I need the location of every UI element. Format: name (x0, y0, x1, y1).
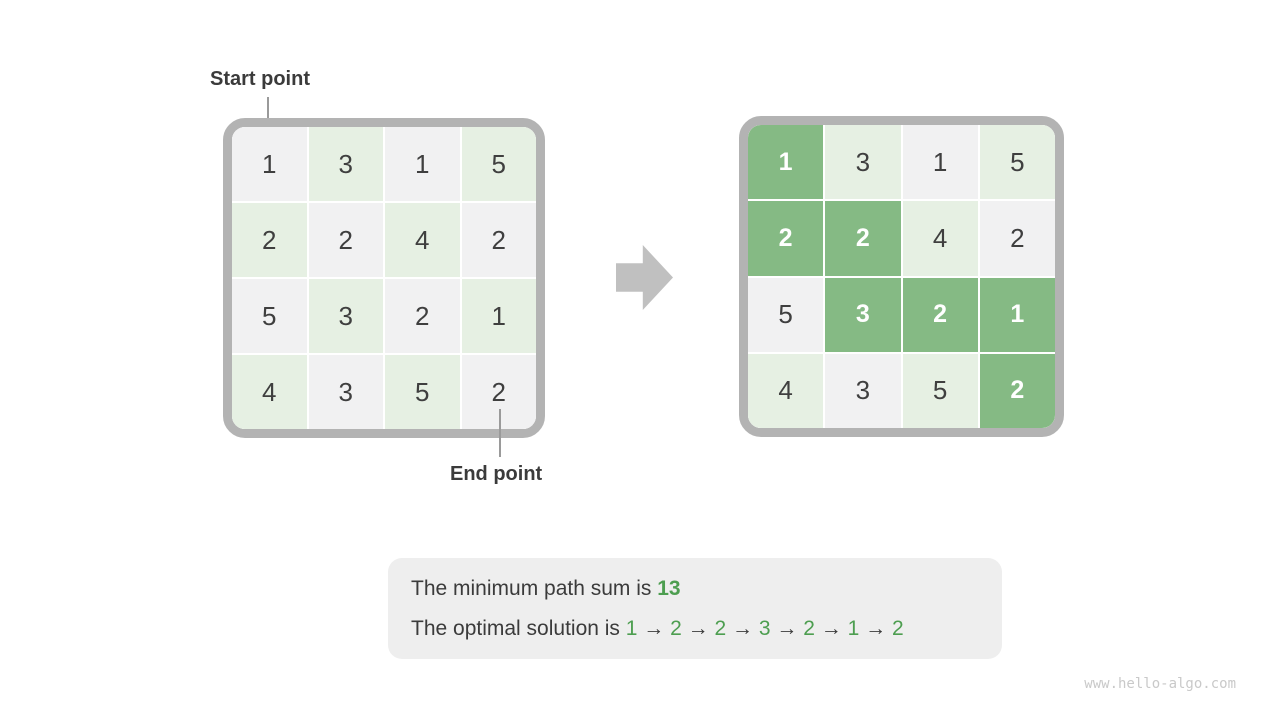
watermark: www.hello-algo.com (1084, 676, 1236, 692)
grid-cell: 2 (308, 203, 383, 277)
start-point-leader-line (267, 97, 269, 136)
grid-cell: 1 (232, 127, 307, 201)
optimal-solution-text: The optimal solution is (411, 617, 626, 640)
grid-cell: 5 (232, 279, 307, 353)
start-point-label: Start point (210, 68, 310, 90)
grid-cell: 5 (461, 127, 536, 201)
path-arrow-separator: → (859, 617, 892, 640)
grid-cell: 2 (902, 277, 978, 352)
grid-cell: 3 (825, 125, 901, 200)
grid-cell: 1 (748, 125, 824, 200)
grid-cell: 2 (979, 353, 1055, 428)
optimal-solution-line: The optimal solution is 1 → 2 → 2 → 3 → … (411, 609, 979, 649)
path-step-value: 2 (803, 617, 815, 640)
grid-cell: 5 (902, 353, 978, 428)
min-sum-text: The minimum path sum is (411, 577, 658, 600)
grid-cell: 2 (748, 201, 824, 276)
grid-cell: 3 (308, 127, 383, 201)
grid-cell: 4 (902, 201, 978, 276)
grid-cell: 2 (385, 279, 460, 353)
path-step-value: 3 (758, 617, 771, 640)
path-arrow-separator: → (681, 617, 715, 640)
min-sum-value: 13 (657, 577, 681, 600)
end-point-leader-line (499, 409, 501, 457)
optimal-solution-path: 1 → 2 → 2 → 3 → 2 → 1 → 2 (626, 617, 904, 640)
path-step-value: 2 (714, 617, 727, 640)
grid-cell: 3 (825, 353, 901, 428)
grid-cell: 3 (825, 277, 901, 352)
grid-cell: 2 (461, 203, 536, 277)
path-arrow-separator: → (637, 617, 671, 640)
grid-cell: 1 (461, 279, 536, 353)
grid-cell: 5 (979, 125, 1055, 200)
path-step-value: 1 (847, 617, 860, 640)
grid-cell: 2 (232, 203, 307, 277)
grid-cell: 2 (979, 201, 1055, 276)
grid-cell: 2 (825, 201, 901, 276)
grid-cell: 3 (308, 279, 383, 353)
min-sum-line: The minimum path sum is 13 (411, 569, 979, 609)
summary-box: The minimum path sum is 13 The optimal s… (388, 558, 1002, 659)
transform-arrow-icon (616, 245, 673, 310)
path-step-value: 2 (891, 617, 904, 640)
grid-cell: 5 (385, 355, 460, 429)
grid-cell: 2 (461, 355, 536, 429)
grid-cell: 4 (385, 203, 460, 277)
grid-cell: 1 (385, 127, 460, 201)
path-arrow-separator: → (726, 617, 759, 640)
path-step-value: 1 (625, 617, 638, 640)
path-arrow-separator: → (814, 617, 848, 640)
grid-cell: 4 (232, 355, 307, 429)
grid-cell: 3 (308, 355, 383, 429)
grid-cell: 5 (748, 277, 824, 352)
grid-cell: 1 (979, 277, 1055, 352)
end-point-label: End point (450, 463, 543, 485)
path-arrow-separator: → (770, 617, 804, 640)
path-step-value: 2 (670, 617, 682, 640)
grid-cell: 4 (748, 353, 824, 428)
grid-cell: 1 (902, 125, 978, 200)
